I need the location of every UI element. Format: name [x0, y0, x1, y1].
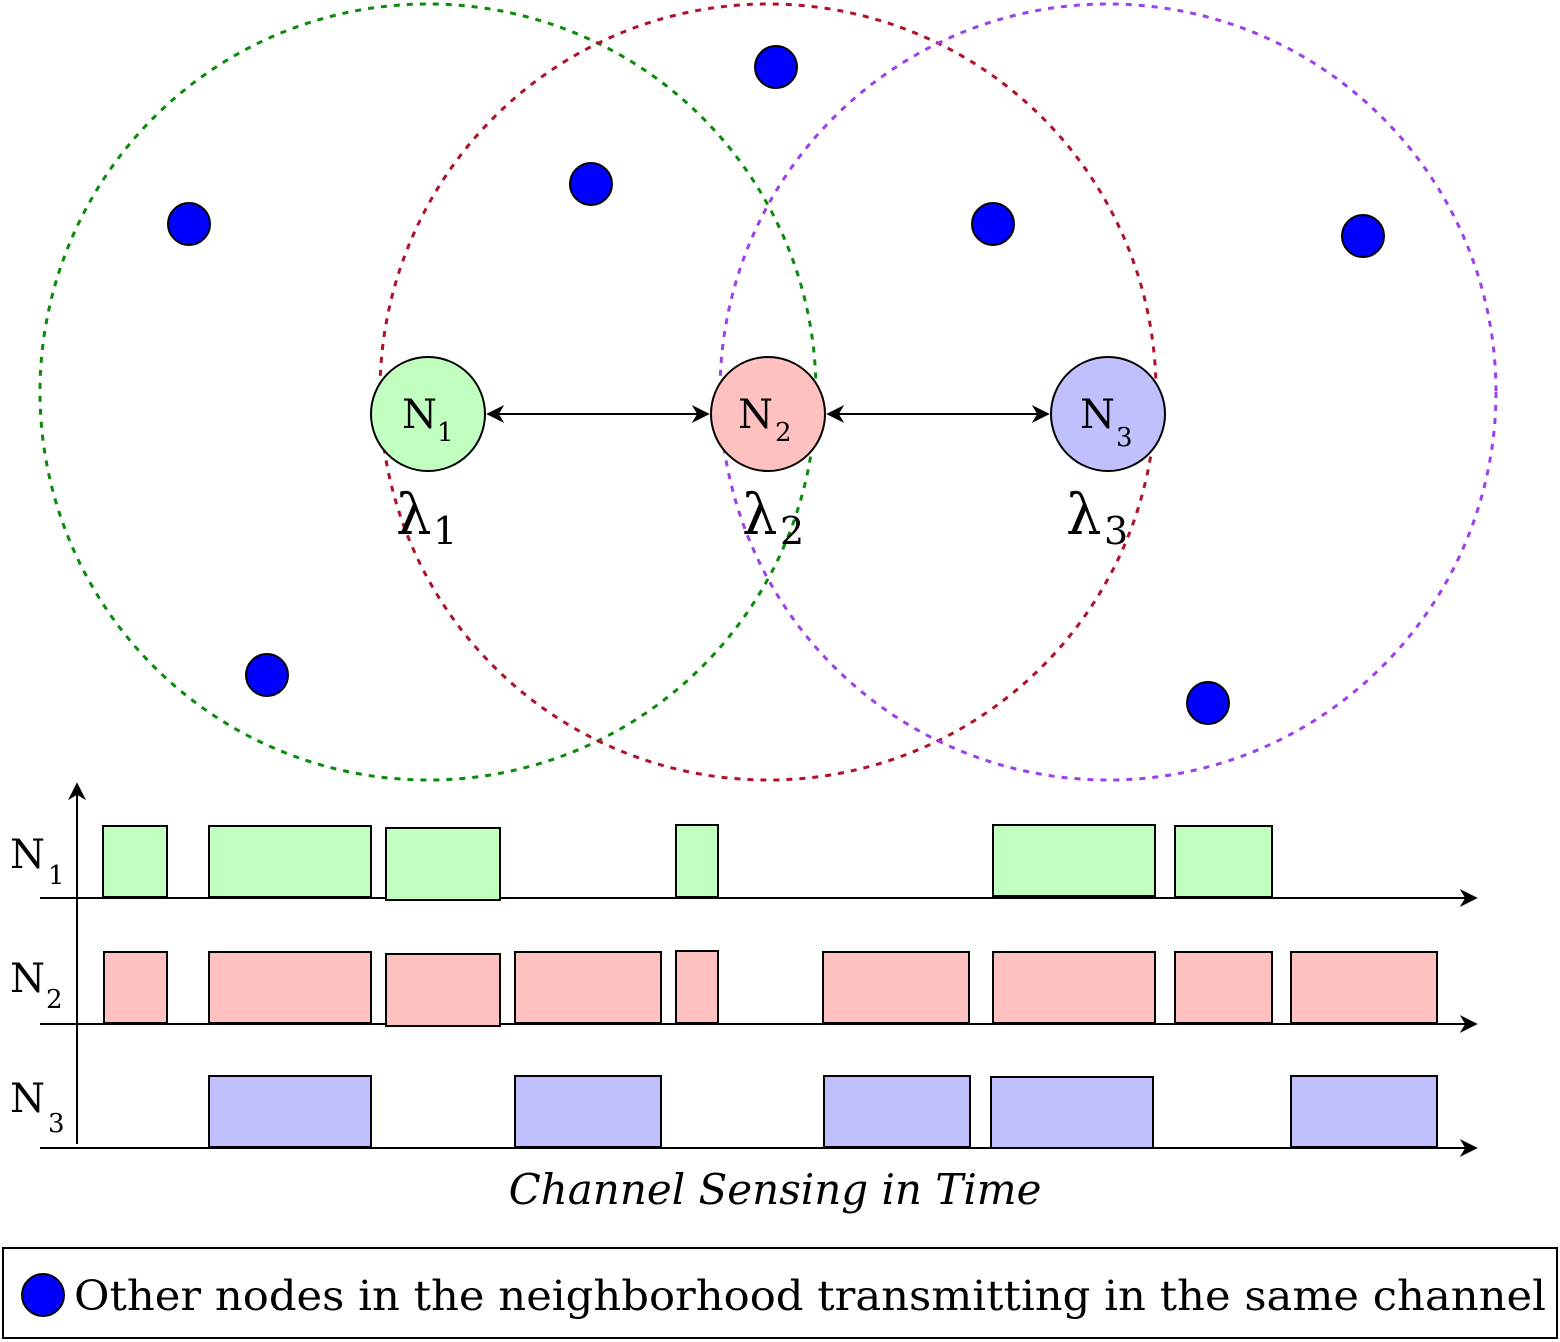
n2-block [514, 951, 662, 1024]
other-node [754, 45, 798, 89]
row-n3-sub: 3 [48, 1109, 65, 1139]
node-n1: N 1 λ 1 [370, 356, 486, 553]
n2-block [822, 951, 970, 1024]
legend-box: Other nodes in the neighborhood transmit… [2, 1247, 1558, 1339]
node-n2: N 2 λ 2 [710, 356, 826, 553]
row-n1-label: N [10, 832, 45, 878]
node-n1-circle [370, 356, 486, 472]
node-n3-circle [1050, 356, 1166, 472]
timeline-caption: Channel Sensing in Time [509, 1165, 1042, 1214]
n2-block [103, 951, 168, 1024]
node-n1-sub: 1 [437, 418, 454, 448]
n1-block [208, 825, 372, 898]
n2-block [675, 950, 719, 1024]
legend-frame [2, 1247, 1558, 1339]
row-label-n1: N 1 [10, 832, 65, 891]
n3-block [823, 1075, 971, 1148]
n3-block [990, 1076, 1154, 1149]
row-label-n3: N 3 [10, 1076, 65, 1139]
n3-block [514, 1075, 662, 1148]
n3-block [208, 1075, 372, 1148]
node-n2-lambda-sub: 2 [780, 509, 804, 553]
n3-transmission-blocks [208, 1075, 1438, 1149]
node-n1-label: N [402, 392, 437, 438]
other-node [971, 202, 1015, 246]
n3-range-circle [718, 2, 1498, 782]
row-n1-sub: 1 [48, 861, 65, 891]
n2-block [208, 951, 372, 1024]
n2-block [1290, 951, 1438, 1024]
other-node [245, 653, 289, 697]
node-n2-lambda: λ [742, 483, 778, 548]
node-n2-label: N [738, 392, 773, 438]
node-n2-circle [710, 356, 826, 472]
node-n3-lambda: λ [1066, 483, 1102, 548]
n1-block [675, 824, 719, 898]
n2-block [992, 951, 1156, 1024]
n1-block [385, 827, 501, 901]
row-n2-label: N [10, 956, 45, 1002]
row-n2-sub: 2 [46, 985, 63, 1015]
n1-transmission-blocks [102, 824, 1273, 901]
node-n3: N 3 λ 3 [1050, 356, 1166, 553]
row-n3-label: N [10, 1076, 45, 1122]
n2-block [1174, 951, 1273, 1024]
node-n3-lambda-sub: 3 [1104, 509, 1128, 553]
other-node [167, 202, 211, 246]
n1-block [992, 824, 1156, 897]
node-n1-lambda-sub: 1 [433, 509, 457, 553]
other-node [1341, 214, 1385, 258]
legend-text: Other nodes in the neighborhood transmit… [74, 1272, 1546, 1320]
node-n3-sub: 3 [1116, 423, 1133, 453]
n2-transmission-blocks [103, 950, 1438, 1027]
n3-block [1290, 1075, 1438, 1148]
n1-block [1174, 825, 1273, 898]
n1-block [102, 825, 168, 898]
row-label-n2: N 2 [10, 956, 63, 1015]
n2-block [385, 953, 501, 1027]
blue-dot-icon [21, 1273, 65, 1317]
node-n3-label: N [1080, 392, 1115, 438]
other-nodes-group [167, 45, 1385, 725]
other-node [569, 162, 613, 206]
other-node [1186, 681, 1230, 725]
node-n1-lambda: λ [396, 483, 432, 548]
node-n2-sub: 2 [775, 418, 792, 448]
